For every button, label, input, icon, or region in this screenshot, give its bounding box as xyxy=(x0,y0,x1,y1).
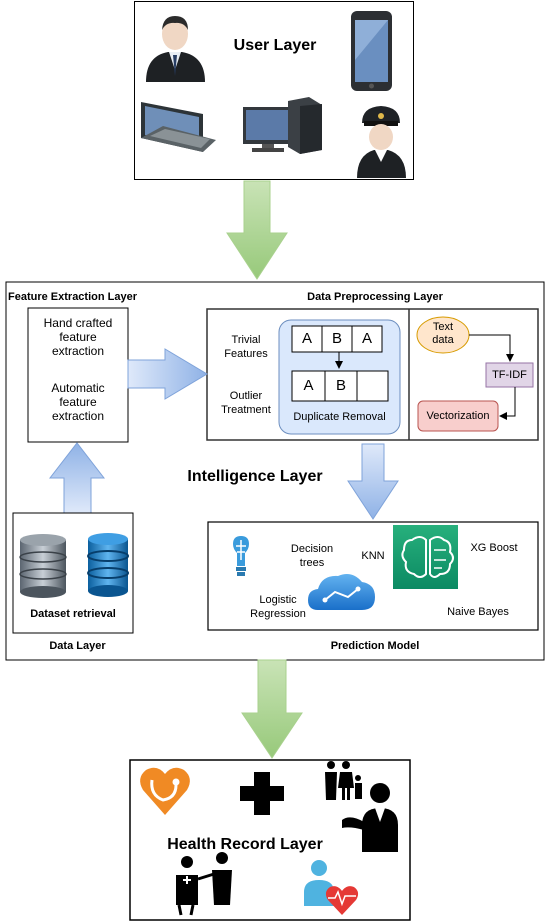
family-icon xyxy=(325,761,362,800)
businessman-icon xyxy=(146,16,205,82)
data-layer-title: Data Layer xyxy=(49,640,106,652)
text-data-label: Text data xyxy=(432,321,454,346)
database-blue-icon xyxy=(87,533,129,597)
cloud-ml-icon xyxy=(308,574,375,610)
duplicate-removal-label: Duplicate Removal xyxy=(293,411,386,423)
cell-r1-c2: B xyxy=(331,330,342,347)
doctor-icon xyxy=(342,783,398,852)
green-arrow-top xyxy=(226,180,288,280)
laptop-icon xyxy=(141,102,216,152)
pilot-icon xyxy=(357,106,406,178)
desktop-computer-icon xyxy=(243,97,322,154)
feature-extraction-box xyxy=(27,307,129,443)
outlier-treatment-label: Outlier Treatment xyxy=(221,390,271,416)
connector-tfidf-vector xyxy=(499,387,516,420)
logistic-regression-label: Logistic Regression xyxy=(250,594,306,620)
ai-brain-icon xyxy=(393,525,458,589)
database-gray-icon xyxy=(19,534,67,598)
trivial-features-label: Trivial Features xyxy=(224,334,268,360)
user-layer-title: User Layer xyxy=(233,37,317,54)
vectorization-label: Vectorization xyxy=(426,410,490,422)
cell-r1-c1: A xyxy=(301,330,312,347)
medical-cross-icon xyxy=(240,772,284,815)
heart-stethoscope-icon xyxy=(140,767,190,815)
vaccination-icon xyxy=(176,852,232,916)
cells-row-1 xyxy=(291,325,383,353)
blue-arrow-up xyxy=(48,442,106,514)
naive-bayes-label: Naive Bayes xyxy=(447,606,509,618)
cell-r2-c1: A xyxy=(303,377,314,394)
health-record-title: Health Record Layer xyxy=(167,836,323,853)
green-arrow-bottom xyxy=(241,659,303,759)
preprocessing-title: Data Preprocessing Layer xyxy=(307,291,443,303)
feature-extraction-title: Feature Extraction Layer xyxy=(8,291,137,303)
vectorization-box xyxy=(417,400,499,432)
ml-lightbulb-icon xyxy=(233,536,249,576)
prediction-model-title: Prediction Model xyxy=(330,640,420,652)
dataset-retrieval-label: Dataset retrieval xyxy=(30,608,116,620)
xgboost-label: XG Boost xyxy=(470,542,518,554)
blue-arrow-right xyxy=(127,348,208,400)
connector-text-tfidf xyxy=(469,334,514,362)
knn-label: KNN xyxy=(361,550,385,562)
smartphone-icon xyxy=(351,11,392,91)
blue-arrow-down xyxy=(347,443,399,520)
tfidf-label: TF-IDF xyxy=(492,369,527,381)
intelligence-layer-title: Intelligence Layer xyxy=(187,468,323,485)
patient-heart-icon xyxy=(304,860,359,915)
tfidf-box xyxy=(485,362,534,388)
cell-r1-c3: A xyxy=(361,330,372,347)
prediction-model-box xyxy=(207,521,539,631)
automatic-label: Automatic feature extraction xyxy=(51,381,105,423)
cell-r2-c2: B xyxy=(335,377,346,394)
hand-crafted-label: Hand crafted feature extraction xyxy=(43,316,113,358)
decision-trees-label: Decision trees xyxy=(290,543,334,569)
cells-row-2 xyxy=(291,370,389,402)
